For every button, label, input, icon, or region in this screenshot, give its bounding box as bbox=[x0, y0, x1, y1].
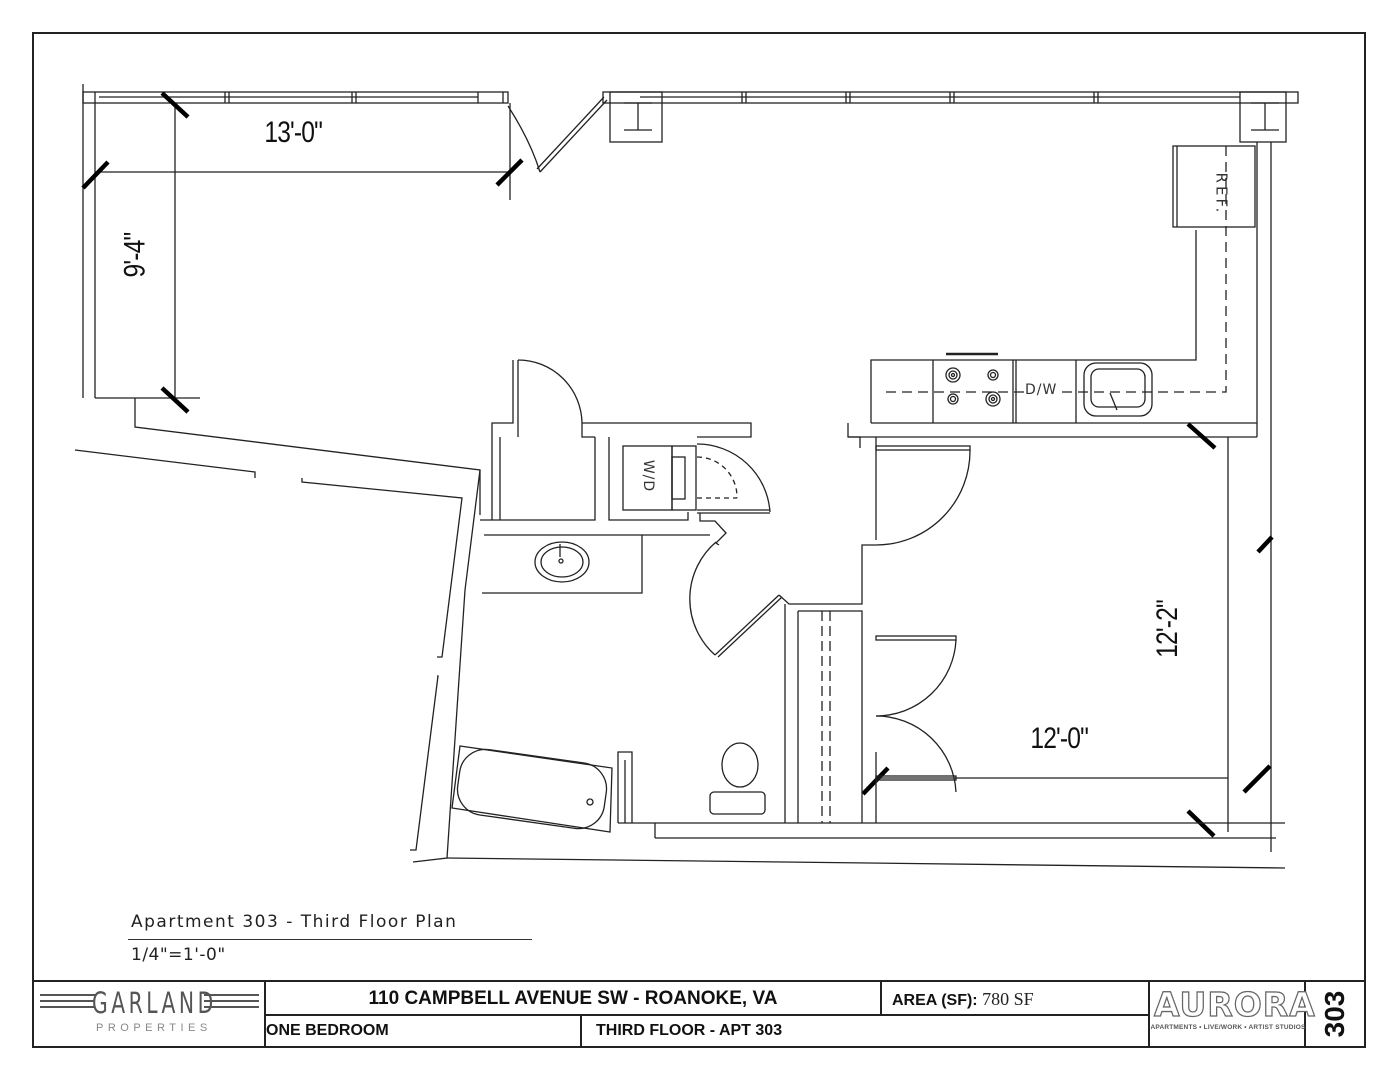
aurora-logo: AURORA APARTMENTS • LIVE/WORK • ARTIST S… bbox=[1150, 982, 1316, 1046]
dimension-living-width: 13'-0" bbox=[264, 116, 323, 149]
angled-west-wall bbox=[74, 398, 1286, 869]
garland-logo: GARLAND PROPERTIES bbox=[34, 982, 266, 1046]
bedroom-north-wall bbox=[847, 423, 1257, 832]
area-field: AREA (SF): 780 SF bbox=[882, 982, 1150, 1016]
window-wall-left bbox=[82, 84, 509, 398]
bedroom-doors bbox=[875, 445, 1228, 823]
unit-type-text: ONE BEDROOM bbox=[266, 1022, 389, 1039]
plan-scale: 1/4"=1'-0" bbox=[131, 945, 226, 965]
area-value: 780 SF bbox=[982, 989, 1034, 1009]
refrigerator-label: REF. bbox=[1212, 172, 1231, 216]
area-label: AREA (SF): bbox=[892, 992, 978, 1009]
refrigerator bbox=[1172, 145, 1256, 228]
entry-door bbox=[507, 96, 608, 173]
living-dimension-lines bbox=[95, 103, 511, 399]
logo-rule-left bbox=[40, 994, 95, 1012]
garland-logo-name: GARLAND bbox=[92, 986, 217, 1020]
plan-title-underline bbox=[128, 939, 532, 940]
aurora-logo-subtitle: APARTMENTS • LIVE/WORK • ARTIST STUDIOS bbox=[1150, 1024, 1306, 1031]
laundry-closet bbox=[608, 437, 771, 546]
washer-dryer-label: W/D bbox=[640, 459, 657, 493]
dimension-living-depth: 9'-4" bbox=[118, 232, 152, 278]
aurora-logo-name: AURORA bbox=[1153, 985, 1316, 1024]
plan-title: Apartment 303 - Third Floor Plan bbox=[131, 912, 458, 932]
garland-logo-subtitle: PROPERTIES bbox=[96, 1022, 212, 1034]
closet bbox=[480, 359, 752, 521]
unit-type: ONE BEDROOM bbox=[266, 1016, 582, 1046]
window-wall-right bbox=[602, 91, 1299, 852]
dimension-bedroom-width: 12'-0" bbox=[1030, 722, 1089, 755]
dishwasher-label: D/W bbox=[1025, 382, 1058, 398]
unit-number-box: 303 bbox=[1306, 982, 1364, 1046]
bathroom bbox=[451, 534, 1285, 839]
dimension-ticks bbox=[81, 91, 1274, 838]
logo-rule-right bbox=[204, 994, 259, 1012]
unit-number: 303 bbox=[1319, 990, 1350, 1038]
kitchen-counter bbox=[870, 146, 1257, 424]
dimension-bedroom-depth: 12'-2" bbox=[1151, 600, 1185, 658]
title-block: GARLAND PROPERTIES 110 CAMPBELL AVENUE S… bbox=[32, 980, 1366, 1048]
floor-unit: THIRD FLOOR - APT 303 bbox=[582, 1016, 1150, 1046]
address: 110 CAMPBELL AVENUE SW - ROANOKE, VA bbox=[266, 982, 882, 1016]
